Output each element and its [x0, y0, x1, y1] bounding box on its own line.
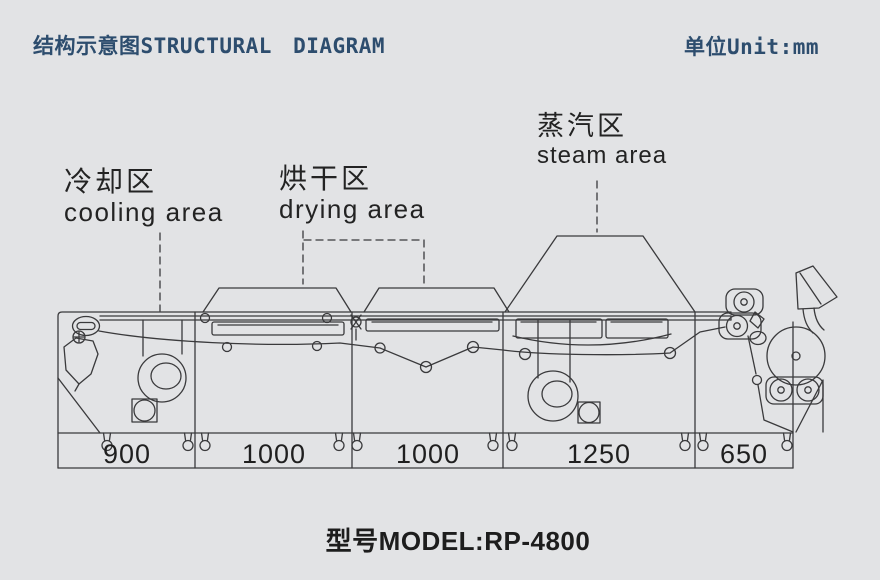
- belt-roller: [311, 340, 323, 352]
- mid-roller: [725, 314, 749, 338]
- steam-unit: [527, 319, 601, 424]
- cooling-area-label-zh: 冷却区: [64, 166, 158, 197]
- top-roller: [733, 291, 755, 313]
- steam-area-label: 蒸汽区 steam area: [537, 112, 667, 169]
- leader-lines: [159, 180, 598, 312]
- bottom-roller: [769, 378, 793, 402]
- belt-roller: [374, 342, 386, 354]
- steam-area-label-en: steam area: [537, 142, 668, 170]
- foot-caster: [697, 439, 709, 452]
- foot-caster: [351, 439, 363, 452]
- dimension-band: 900 1000 1000 1250 650: [103, 439, 768, 469]
- page-title: 结构示意图STRUCTURAL DIAGRAM: [33, 34, 386, 58]
- model-label: 型号MODEL:RP-4800: [325, 526, 591, 556]
- dimension-section-3: 1000: [396, 439, 460, 469]
- foot-caster: [679, 439, 691, 452]
- foot-caster: [506, 439, 518, 452]
- feet: [101, 432, 793, 452]
- cooling-blower: [137, 353, 187, 403]
- steam-hood: [504, 235, 696, 313]
- drying-area-label-zh: 烘干区: [279, 163, 373, 194]
- dimension-section-5: 650: [720, 439, 768, 469]
- inner-trays: [211, 318, 672, 346]
- cooling-area-label-en: cooling area: [64, 197, 224, 228]
- conveyor-belt: [98, 326, 726, 374]
- machine-body-frame: [57, 311, 794, 469]
- foot-caster: [182, 439, 194, 452]
- belt-roller: [466, 340, 480, 354]
- foot-caster: [333, 439, 345, 452]
- drying-area-label-en: drying area: [279, 194, 426, 225]
- foot-caster: [781, 439, 793, 452]
- discharge-unit: [718, 288, 826, 433]
- main-drum: [766, 326, 826, 386]
- foot-caster: [101, 439, 113, 452]
- guard-shield: [63, 337, 99, 385]
- drying-area-label: 烘干区 drying area: [279, 164, 426, 224]
- drying-hood-1: [202, 287, 352, 313]
- bottom-roller: [796, 378, 820, 402]
- unit-label: 单位Unit:mm: [684, 35, 820, 59]
- dimension-section-4: 1250: [567, 439, 631, 469]
- belt-roller: [518, 347, 532, 361]
- dimension-section-1: 900: [103, 439, 151, 469]
- foot-caster: [487, 439, 499, 452]
- dimension-section-2: 1000: [242, 439, 306, 469]
- belt-roller: [419, 360, 433, 374]
- belt-roller: [663, 346, 677, 360]
- cooling-unit: [57, 315, 187, 434]
- belt-roller: [221, 341, 233, 353]
- cooling-area-label: 冷却区 cooling area: [64, 167, 224, 227]
- end-cap: [71, 315, 101, 337]
- steam-duct: [537, 319, 571, 383]
- drying-hood-2: [363, 287, 510, 313]
- cooling-duct: [142, 319, 183, 357]
- control-panel: [795, 265, 838, 334]
- foot-caster: [199, 439, 211, 452]
- belt-tensioner: [350, 314, 362, 341]
- steam-blower: [527, 370, 579, 422]
- valve-wheel: [72, 330, 86, 344]
- steam-area-label-zh: 蒸汽区: [537, 111, 627, 141]
